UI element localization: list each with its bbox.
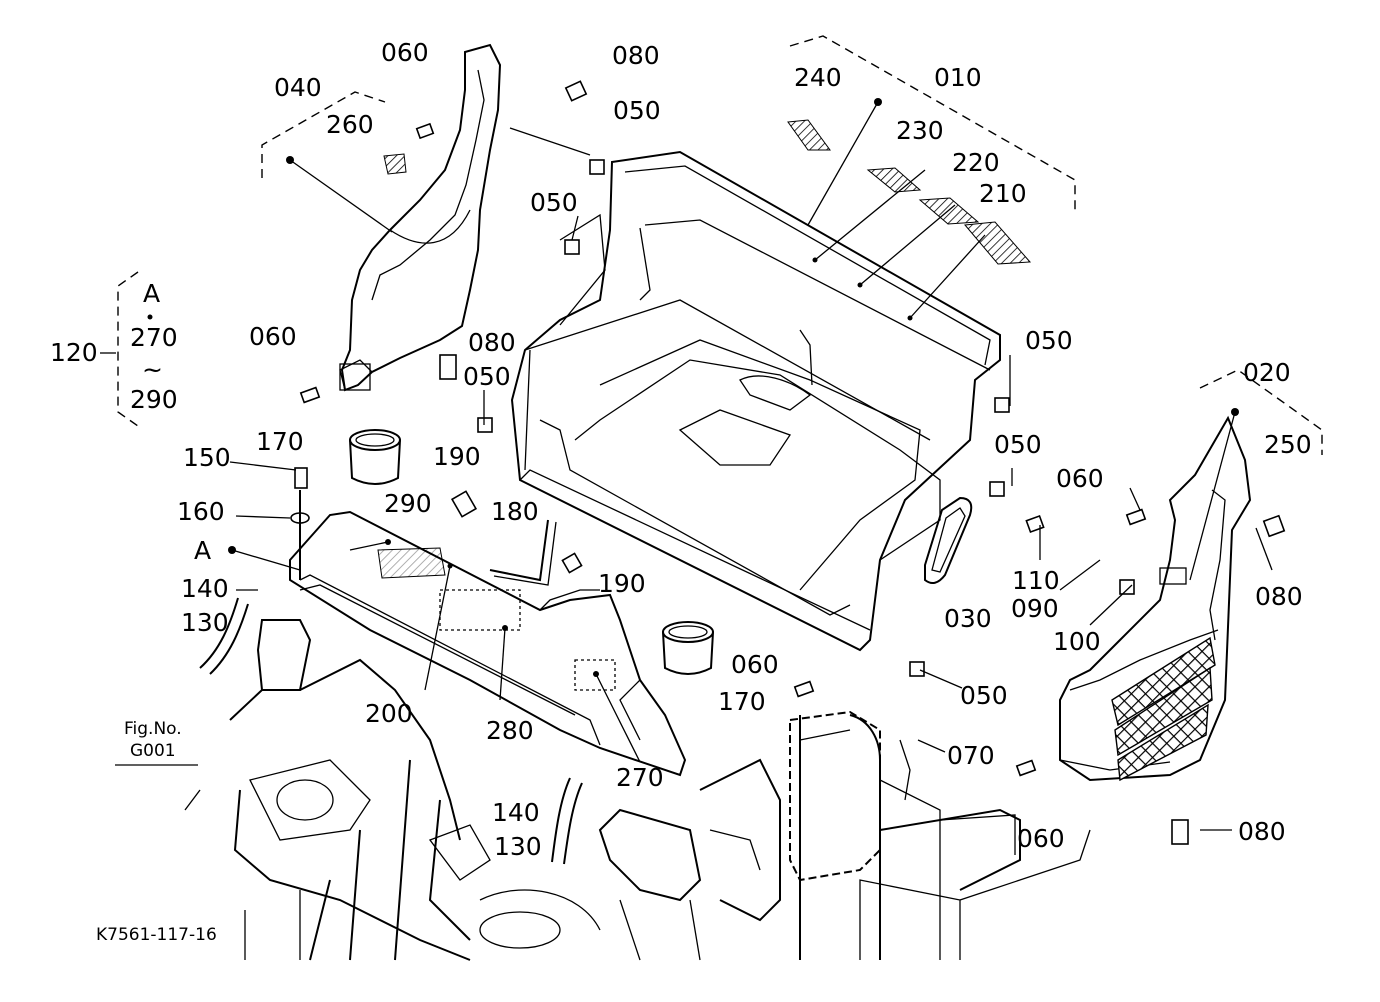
label-060-d: 060 xyxy=(731,650,779,679)
right-frame xyxy=(789,710,1091,960)
point-ref-a: A xyxy=(194,536,211,565)
label-050-d: 050 xyxy=(463,362,511,391)
label-200: 200 xyxy=(365,699,413,728)
group-bracket-010 xyxy=(789,35,1076,212)
label-150: 150 xyxy=(183,443,231,472)
front-panel xyxy=(289,510,687,777)
label-170-a: 170 xyxy=(256,427,304,456)
legend-tilde: ~ xyxy=(142,355,163,384)
label-060-b: 060 xyxy=(249,322,297,351)
cup-holder-lower xyxy=(662,621,714,675)
group-legend: A 270 ~ 290 A xyxy=(100,279,211,565)
label-160: 160 xyxy=(177,497,225,526)
label-120: 120 xyxy=(50,338,98,367)
fig-no-value: G001 xyxy=(130,741,176,761)
label-080-a: 080 xyxy=(612,41,660,70)
label-230: 230 xyxy=(896,116,944,145)
label-190-b: 190 xyxy=(598,569,646,598)
label-190-a: 190 xyxy=(433,442,481,471)
part-labels: 010 020 030 040 050 050 050 050 050 050 … xyxy=(50,38,1312,861)
group-bracket-040 xyxy=(261,91,386,178)
label-130-b: 130 xyxy=(494,832,542,861)
label-280: 280 xyxy=(486,716,534,745)
label-050-a: 050 xyxy=(613,96,661,125)
label-210: 210 xyxy=(979,179,1027,208)
legend-290: 290 xyxy=(130,385,178,414)
decals xyxy=(383,119,1032,265)
leader-lines xyxy=(115,101,1273,831)
label-290: 290 xyxy=(384,489,432,518)
label-060-c: 060 xyxy=(1056,464,1104,493)
pipe-180 xyxy=(489,519,557,586)
figure-code: K7561-117-16 xyxy=(96,925,217,945)
label-250: 250 xyxy=(1264,430,1312,459)
label-010: 010 xyxy=(934,63,982,92)
label-180: 180 xyxy=(491,497,539,526)
label-070: 070 xyxy=(947,741,995,770)
label-090: 090 xyxy=(1011,594,1059,623)
label-260: 260 xyxy=(326,110,374,139)
label-140-b: 140 xyxy=(492,798,540,827)
hose-center xyxy=(551,777,583,865)
label-100: 100 xyxy=(1053,627,1101,656)
label-240: 240 xyxy=(794,63,842,92)
label-050-b: 050 xyxy=(530,188,578,217)
legend-a: A xyxy=(143,279,160,308)
label-170-b: 170 xyxy=(718,687,766,716)
label-060-a: 060 xyxy=(381,38,429,67)
label-270: 270 xyxy=(616,763,664,792)
figure-refs: Fig.No. G001 K7561-117-16 xyxy=(96,719,217,945)
fasteners xyxy=(290,80,1286,845)
label-140-a: 140 xyxy=(181,574,229,603)
label-220: 220 xyxy=(952,148,1000,177)
chassis-frame xyxy=(229,619,781,961)
label-040: 040 xyxy=(274,73,322,102)
grommet xyxy=(924,496,973,585)
label-030: 030 xyxy=(944,604,992,633)
label-050-c: 050 xyxy=(1025,326,1073,355)
label-080-d: 080 xyxy=(1238,817,1286,846)
label-080-b: 080 xyxy=(468,328,516,357)
label-060-e: 060 xyxy=(1017,824,1065,853)
label-050-f: 050 xyxy=(960,681,1008,710)
hose-left xyxy=(199,597,249,675)
cup-holder-upper xyxy=(349,429,401,485)
left-side-panel xyxy=(339,43,502,392)
fig-no-label: Fig.No. xyxy=(124,719,182,739)
label-080-c: 080 xyxy=(1255,582,1303,611)
reference-dots xyxy=(147,98,1239,677)
group-bracket-020 xyxy=(1199,369,1323,455)
label-130-a: 130 xyxy=(181,608,229,637)
label-050-e: 050 xyxy=(994,430,1042,459)
label-020: 020 xyxy=(1243,358,1291,387)
cargo-bed xyxy=(510,150,1001,652)
right-side-panel xyxy=(1059,415,1252,782)
legend-270: 270 xyxy=(130,323,178,352)
label-110: 110 xyxy=(1012,566,1060,595)
